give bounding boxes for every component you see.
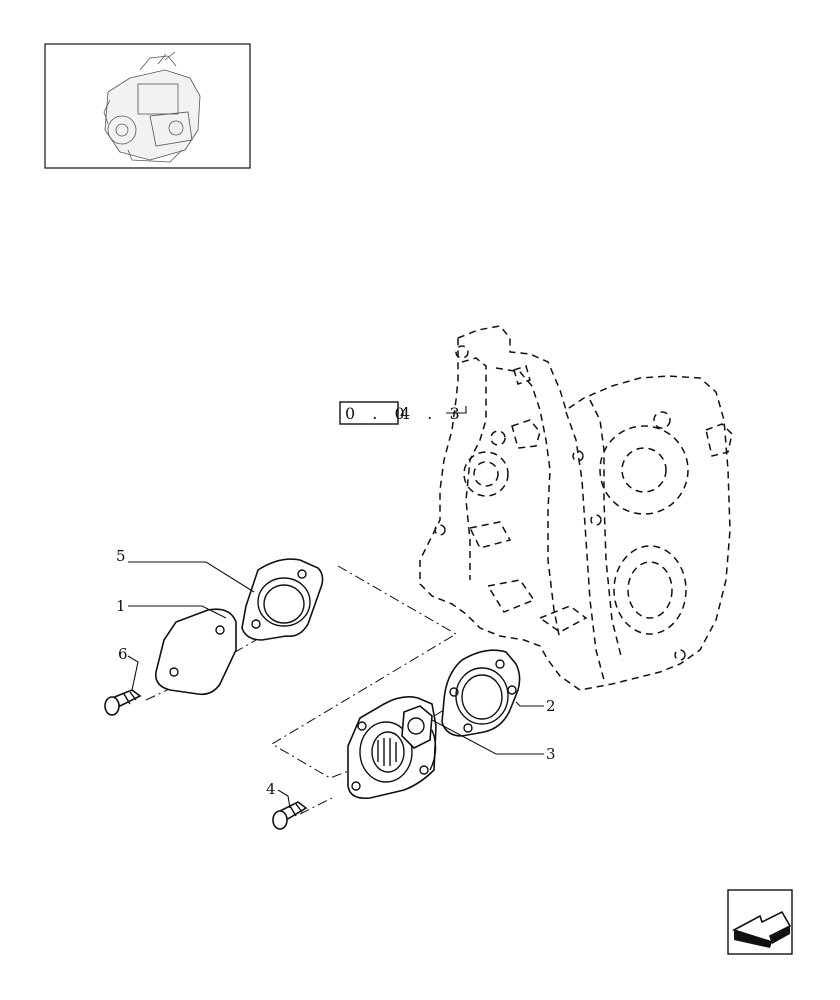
engine-thumbnail[interactable] bbox=[44, 43, 251, 169]
reference-suffix-text: 4 . 3 bbox=[400, 404, 466, 423]
callout-6[interactable]: 6 bbox=[118, 645, 128, 663]
part-5-gasket[interactable] bbox=[241, 558, 324, 641]
callout-4[interactable]: 4 bbox=[266, 780, 276, 798]
reference-box bbox=[339, 401, 399, 425]
part-1-cover-plate[interactable] bbox=[154, 608, 237, 696]
engine-thumbnail-icon bbox=[103, 51, 201, 163]
callout-2[interactable]: 2 bbox=[546, 697, 556, 715]
callout-5[interactable]: 5 bbox=[116, 547, 126, 565]
reference-boxed-text: 0 . 0 bbox=[345, 404, 411, 423]
callout-1[interactable]: 1 bbox=[116, 597, 126, 615]
back-arrow-icon bbox=[731, 910, 792, 948]
part-3-pump[interactable] bbox=[347, 696, 437, 800]
part-6-bolt[interactable] bbox=[104, 689, 142, 716]
part-4-bolt[interactable] bbox=[272, 801, 308, 830]
reference-code[interactable]: 0 . 0 4 . 3 bbox=[339, 401, 467, 425]
part-2-gasket[interactable] bbox=[441, 649, 521, 737]
timing-cover-phantom bbox=[419, 325, 733, 691]
callout-3[interactable]: 3 bbox=[546, 745, 556, 763]
back-navigation-button[interactable] bbox=[727, 889, 793, 955]
leader-lines bbox=[127, 561, 544, 809]
